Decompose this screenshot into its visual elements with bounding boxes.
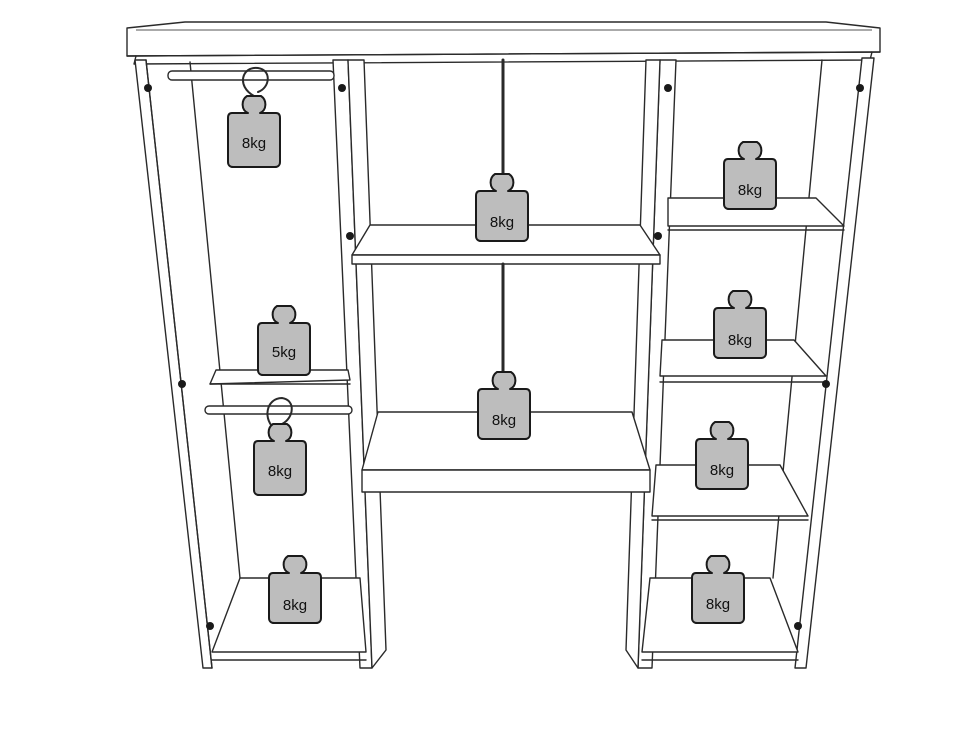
weight-left-bottom-floor: 8kg	[268, 555, 322, 624]
weight-label: 8kg	[738, 182, 762, 199]
weight-right-shelf-1: 8kg	[723, 141, 777, 210]
right-shelf-1	[667, 197, 845, 231]
weight-label: 8kg	[710, 462, 734, 479]
left-lower-clothes-rail	[204, 397, 353, 431]
weight-label: 8kg	[242, 135, 266, 152]
weight-label: 5kg	[272, 344, 296, 361]
weight-right-shelf-3: 8kg	[695, 421, 749, 490]
weight-label: 8kg	[706, 596, 730, 613]
left-side-panel	[134, 59, 241, 669]
weight-label: 8kg	[268, 463, 292, 480]
weight-left-lower-rail: 8kg	[253, 423, 307, 496]
weight-left-middle-shelf: 5kg	[257, 305, 311, 376]
weight-center-top-rod: 8kg	[475, 173, 529, 242]
weight-right-bottom-floor: 8kg	[691, 555, 745, 624]
weight-center-lower-rod: 8kg	[477, 371, 531, 440]
center-desk-shelf	[361, 411, 651, 493]
top-board	[126, 21, 881, 65]
weight-label: 8kg	[283, 597, 307, 614]
weight-left-top-rail: 8kg	[227, 95, 281, 168]
weight-label: 8kg	[728, 332, 752, 349]
hinges	[144, 84, 864, 630]
left-top-clothes-rail	[167, 66, 335, 97]
weight-label: 8kg	[492, 412, 516, 429]
weight-right-shelf-2: 8kg	[713, 290, 767, 359]
left-divider-panel	[332, 59, 387, 669]
weight-label: 8kg	[490, 214, 514, 231]
